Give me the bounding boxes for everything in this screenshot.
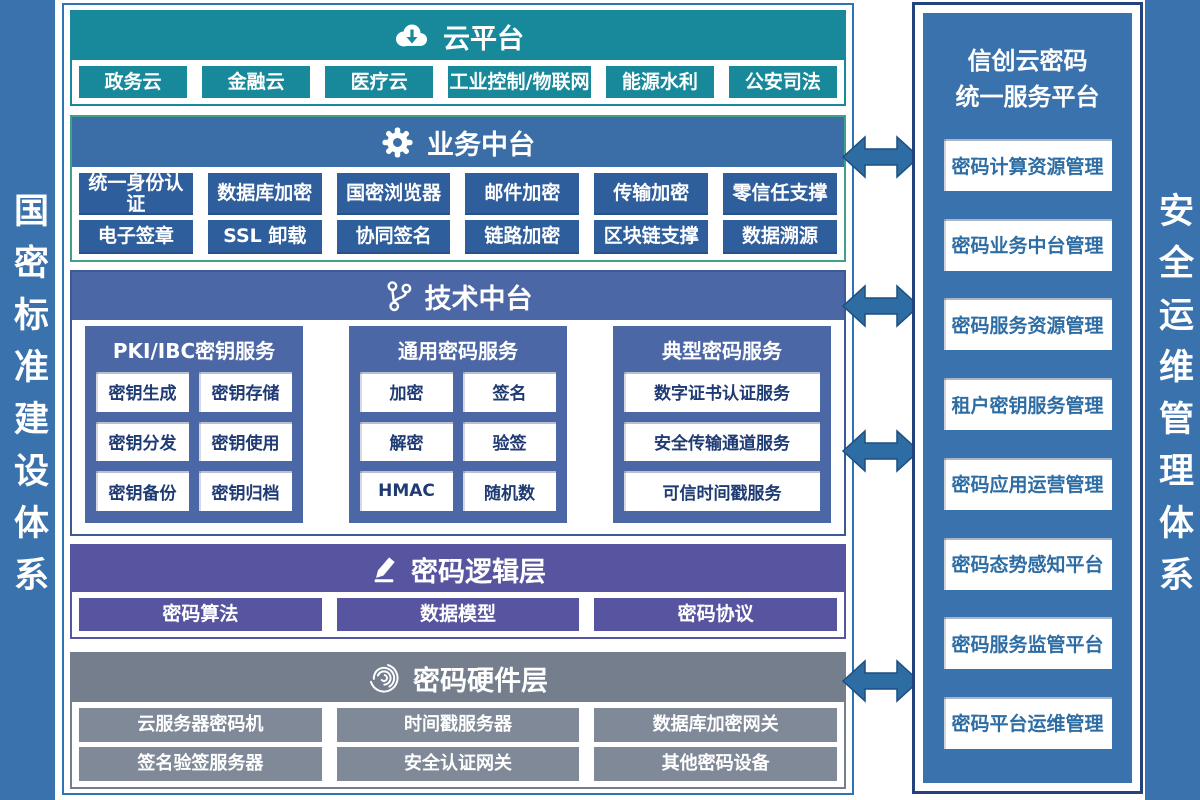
hardware-item: 安全认证网关 bbox=[336, 747, 580, 781]
tech-item: HMAC bbox=[360, 471, 453, 511]
platform-item: 租户密钥服务管理 bbox=[943, 378, 1112, 431]
platform-title-line2: 统一服务平台 bbox=[955, 83, 1100, 111]
layer-crypto-logic: 密码逻辑层 密码算法 数据模型 密码协议 bbox=[70, 544, 846, 639]
platform-item: 密码服务资源管理 bbox=[943, 298, 1112, 351]
platform-title-line1: 信创云密码 bbox=[967, 47, 1088, 75]
fingerprint-icon bbox=[368, 662, 400, 694]
tech-item: 密钥归档 bbox=[199, 471, 292, 511]
hardware-item: 时间戳服务器 bbox=[336, 708, 580, 742]
cloud-item: 政务云 bbox=[79, 66, 188, 98]
platform-panel-body: 信创云密码 统一服务平台 密码计算资源管理 密码业务中台管理 密码服务资源管理 … bbox=[923, 13, 1132, 783]
business-item: 协同签名 bbox=[336, 219, 451, 254]
tech-item: 加密 bbox=[360, 372, 453, 412]
layer-title: 业务中台 bbox=[427, 129, 535, 161]
cloud-item: 金融云 bbox=[202, 66, 311, 98]
hardware-item: 签名验签服务器 bbox=[79, 747, 322, 781]
layer-title: 技术中台 bbox=[424, 283, 533, 315]
layer-business-header: 业务中台 bbox=[72, 117, 844, 167]
tech-item: 密钥备份 bbox=[96, 471, 189, 511]
business-item: 国密浏览器 bbox=[336, 173, 451, 215]
git-branch-icon bbox=[384, 280, 412, 312]
platform-item: 密码业务中台管理 bbox=[943, 218, 1112, 271]
cloud-item: 能源水利 bbox=[605, 66, 714, 98]
layer-hardware-header: 密码硬件层 bbox=[72, 654, 844, 702]
left-sidebar: 国密标准建设体系 bbox=[0, 0, 55, 800]
logic-item: 密码协议 bbox=[594, 598, 838, 631]
unified-service-platform-panel: 信创云密码 统一服务平台 密码计算资源管理 密码业务中台管理 密码服务资源管理 … bbox=[912, 2, 1143, 794]
layer-tech-platform: 技术中台 PKI/IBC密钥服务 密钥生成 密钥存储 密钥分发 密钥使用 密钥备… bbox=[70, 270, 846, 536]
tech-item: 数字证书认证服务 bbox=[624, 372, 820, 412]
business-item: 邮件加密 bbox=[465, 173, 580, 215]
platform-panel-items: 密码计算资源管理 密码业务中台管理 密码服务资源管理 租户密钥服务管理 密码应用… bbox=[943, 139, 1112, 749]
layer-logic-header: 密码逻辑层 bbox=[72, 546, 844, 592]
layer-cloud-platform: 云平台 政务云 金融云 医疗云 工业控制/物联网 能源水利 公安司法 bbox=[70, 10, 846, 106]
tech-group-typical: 典型密码服务 数字证书认证服务 安全传输通道服务 可信时间戳服务 bbox=[613, 326, 831, 523]
layer-title: 密码硬件层 bbox=[413, 665, 548, 697]
business-item: 零信任支撑 bbox=[723, 173, 837, 215]
hardware-item: 数据库加密网关 bbox=[594, 708, 838, 742]
business-item: 区块链支撑 bbox=[594, 219, 709, 254]
main-architecture-panel: 云平台 政务云 金融云 医疗云 工业控制/物联网 能源水利 公安司法 bbox=[62, 3, 854, 795]
tech-item: 可信时间戳服务 bbox=[624, 471, 820, 511]
platform-item: 密码态势感知平台 bbox=[943, 537, 1112, 590]
business-item: 数据库加密 bbox=[207, 173, 322, 215]
layer-title: 云平台 bbox=[443, 23, 524, 55]
tech-group-title: 典型密码服务 bbox=[662, 338, 782, 363]
logic-item: 数据模型 bbox=[336, 598, 580, 631]
layer-cloud-items: 政务云 金融云 医疗云 工业控制/物联网 能源水利 公安司法 bbox=[72, 60, 844, 104]
layer-business-items: 统一身份认证 数据库加密 国密浏览器 邮件加密 传输加密 零信任支撑 电子签章 … bbox=[72, 167, 844, 260]
logic-item: 密码算法 bbox=[79, 598, 322, 631]
tech-item: 随机数 bbox=[463, 471, 556, 511]
right-sidebar: 安全运维管理体系 bbox=[1145, 0, 1200, 800]
tech-group-pki: PKI/IBC密钥服务 密钥生成 密钥存储 密钥分发 密钥使用 密钥备份 密钥归… bbox=[85, 326, 303, 523]
business-item: 统一身份认证 bbox=[79, 173, 193, 215]
tech-group-title: PKI/IBC密钥服务 bbox=[112, 338, 276, 363]
layer-logic-items: 密码算法 数据模型 密码协议 bbox=[72, 592, 844, 637]
layer-hardware-items: 云服务器密码机 时间戳服务器 数据库加密网关 签名验签服务器 安全认证网关 其他… bbox=[72, 702, 844, 787]
tech-item: 验签 bbox=[463, 421, 556, 462]
tech-item: 密钥分发 bbox=[96, 421, 189, 462]
hardware-item: 云服务器密码机 bbox=[79, 708, 322, 742]
layer-business-platform: 业务中台 统一身份认证 数据库加密 国密浏览器 邮件加密 传输加密 零信任支撑 … bbox=[70, 115, 846, 262]
business-item: 电子签章 bbox=[79, 219, 193, 254]
layer-cloud-header: 云平台 bbox=[72, 12, 844, 60]
hardware-item: 其他密码设备 bbox=[594, 747, 838, 781]
tech-group-title: 通用密码服务 bbox=[398, 338, 518, 363]
platform-item: 密码应用运营管理 bbox=[943, 457, 1112, 510]
tech-item: 解密 bbox=[360, 421, 453, 462]
cloud-item: 工业控制/物联网 bbox=[448, 66, 591, 98]
left-sidebar-label: 国密标准建设体系 bbox=[8, 192, 48, 608]
tech-item: 密钥生成 bbox=[96, 372, 189, 412]
business-item: 链路加密 bbox=[465, 219, 580, 254]
gear-icon bbox=[381, 126, 414, 159]
right-sidebar-label: 安全运维管理体系 bbox=[1153, 192, 1193, 608]
layer-crypto-hardware: 密码硬件层 云服务器密码机 时间戳服务器 数据库加密网关 签名验签服务器 安全认… bbox=[70, 652, 846, 789]
layer-tech-groups: PKI/IBC密钥服务 密钥生成 密钥存储 密钥分发 密钥使用 密钥备份 密钥归… bbox=[72, 320, 844, 534]
business-item: 数据溯源 bbox=[723, 219, 837, 254]
tech-item: 安全传输通道服务 bbox=[624, 421, 820, 462]
cloud-item: 公安司法 bbox=[728, 66, 837, 98]
tech-item: 签名 bbox=[463, 372, 556, 412]
business-item: 传输加密 bbox=[594, 173, 709, 215]
tech-group-general: 通用密码服务 加密 签名 解密 验签 HMAC 随机数 bbox=[349, 326, 567, 523]
business-item: SSL 卸载 bbox=[207, 219, 322, 254]
platform-item: 密码计算资源管理 bbox=[943, 139, 1112, 191]
platform-panel-title: 信创云密码 统一服务平台 bbox=[956, 43, 1100, 115]
tech-item: 密钥使用 bbox=[199, 421, 292, 462]
pencil-icon bbox=[370, 555, 398, 583]
tech-item: 密钥存储 bbox=[199, 372, 292, 412]
platform-item: 密码服务监管平台 bbox=[943, 617, 1112, 670]
layer-tech-header: 技术中台 bbox=[72, 272, 844, 320]
cloud-item: 医疗云 bbox=[325, 66, 434, 98]
cloud-download-icon bbox=[392, 22, 430, 50]
layer-title: 密码逻辑层 bbox=[411, 556, 546, 588]
platform-item: 密码平台运维管理 bbox=[943, 696, 1112, 749]
